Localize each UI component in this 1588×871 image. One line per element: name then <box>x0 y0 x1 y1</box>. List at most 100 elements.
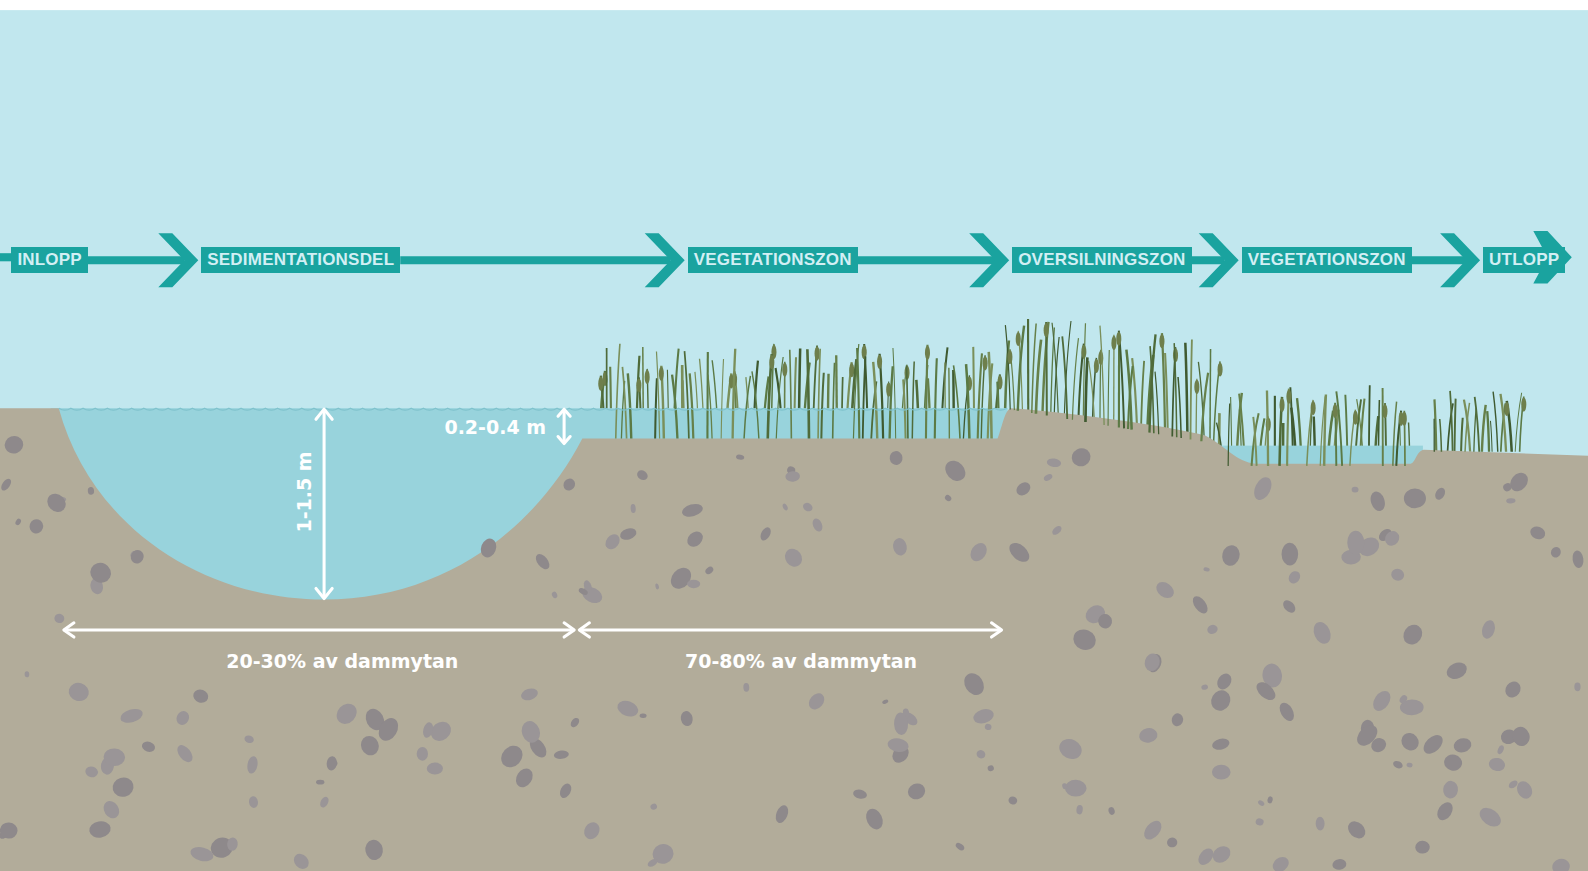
reed-stroke <box>853 344 858 439</box>
stone <box>1253 679 1279 704</box>
stone <box>615 698 640 719</box>
stone <box>892 537 909 557</box>
stone <box>1138 727 1159 745</box>
reed-stroke <box>1174 343 1177 437</box>
vegetation <box>616 322 1522 466</box>
stone <box>1434 799 1456 823</box>
reed-stroke <box>1062 336 1067 419</box>
stone <box>1398 729 1422 754</box>
stone <box>1442 780 1459 799</box>
stone <box>119 707 145 726</box>
flow-arrow <box>1192 233 1239 287</box>
stone <box>87 559 115 586</box>
reed-stroke <box>1165 353 1168 436</box>
reed-stroke <box>948 368 950 439</box>
seed-head <box>1504 402 1509 416</box>
stone <box>1267 796 1274 804</box>
seed-head <box>1016 332 1021 346</box>
reed-stroke <box>1201 373 1208 442</box>
reed-stroke <box>1085 357 1087 422</box>
stone <box>1061 783 1068 790</box>
flow-arrow <box>400 233 684 287</box>
stone <box>954 841 965 851</box>
stone <box>1277 700 1297 723</box>
reed-stroke <box>954 365 960 438</box>
reed-stroke <box>1464 400 1470 452</box>
stage-label: UTLOPP <box>1489 250 1559 269</box>
stone <box>174 742 195 765</box>
reed-stroke <box>1475 397 1480 452</box>
stone <box>28 517 45 535</box>
stone <box>248 796 258 809</box>
stone <box>1444 660 1469 682</box>
stone <box>967 540 990 564</box>
flow-band-ends <box>0 231 1572 284</box>
reed-stroke <box>1036 340 1041 414</box>
reed-stroke <box>818 349 820 439</box>
stone <box>226 837 238 851</box>
stone <box>773 803 790 824</box>
stage-label: SEDIMENTATIONSDEL <box>207 250 394 269</box>
stone <box>1502 678 1524 700</box>
chevron-head <box>1199 233 1239 287</box>
seed-head <box>645 370 650 384</box>
ground <box>0 408 1588 871</box>
stone <box>1332 858 1347 870</box>
stone <box>1353 721 1381 749</box>
stone <box>87 487 94 495</box>
reed-stroke <box>1434 399 1436 451</box>
stone <box>941 457 969 485</box>
reed-stroke <box>706 352 709 439</box>
reed-stroke <box>1042 322 1048 415</box>
stone <box>1316 817 1325 831</box>
stone <box>1076 805 1084 815</box>
stone <box>972 707 996 726</box>
stone <box>650 803 658 811</box>
reed-stroke <box>1005 325 1010 409</box>
seed-head <box>659 367 664 381</box>
arrow-head <box>316 409 332 419</box>
dimension-label: 70-80% av dammytan <box>685 650 917 672</box>
stone <box>603 531 623 552</box>
stone <box>291 851 312 871</box>
width-line <box>580 628 1000 631</box>
depth-line <box>563 411 566 441</box>
reed-stroke <box>685 351 689 438</box>
reed-stroke <box>1493 392 1498 452</box>
stone <box>893 712 908 735</box>
reed-stroke <box>1465 403 1469 452</box>
stone <box>478 536 499 559</box>
reed-stroke <box>622 367 626 439</box>
stone <box>0 477 13 492</box>
stone <box>1203 567 1210 572</box>
stone <box>1270 854 1292 871</box>
stone <box>578 587 589 596</box>
stone <box>326 756 338 772</box>
reed-stroke <box>1490 421 1492 452</box>
stone <box>1056 735 1085 763</box>
stone <box>1551 857 1572 871</box>
stone <box>318 795 330 808</box>
stone <box>375 715 402 745</box>
reed-stroke <box>708 375 712 439</box>
seed-head <box>1159 334 1164 348</box>
stone <box>1207 687 1234 714</box>
reed-stroke <box>1209 349 1211 443</box>
stone <box>316 780 324 785</box>
stone <box>944 494 953 503</box>
stone <box>25 671 30 677</box>
reed-stroke <box>1185 343 1187 439</box>
reed-stroke <box>752 371 759 438</box>
stone <box>110 775 136 799</box>
stage-label: INLOPP <box>17 250 82 269</box>
chevron-head <box>1440 233 1480 287</box>
seed-head <box>925 346 930 360</box>
stone <box>246 755 259 774</box>
stone <box>646 857 659 868</box>
stone <box>1507 779 1519 790</box>
stones <box>0 433 1585 871</box>
stone <box>558 782 574 800</box>
stone <box>684 528 706 550</box>
stone <box>801 501 814 513</box>
